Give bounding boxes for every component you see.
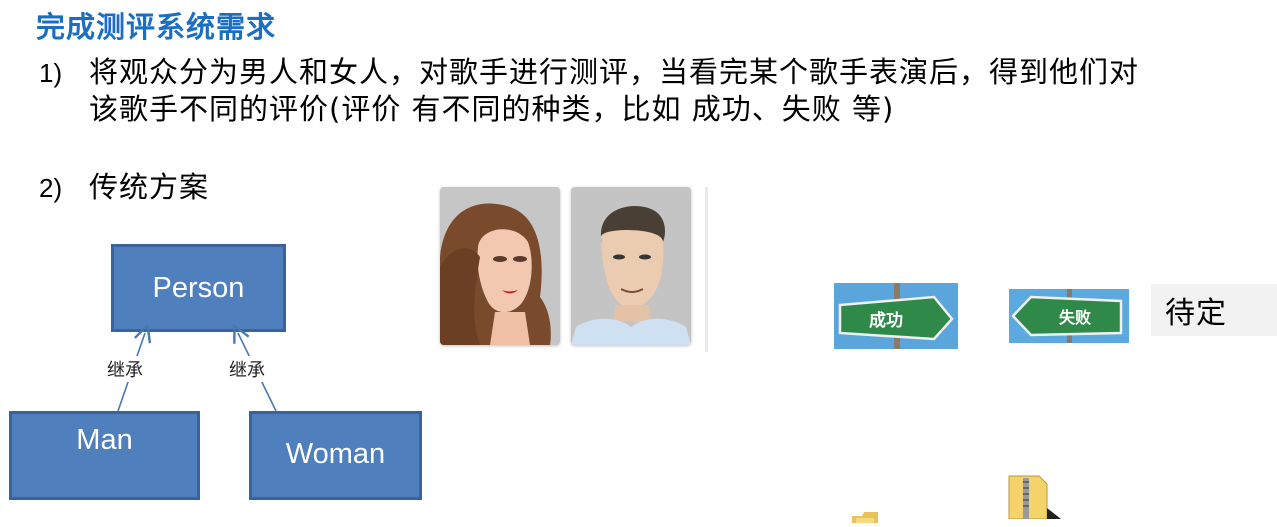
success-sign-text: 成功 — [869, 310, 903, 331]
success-sign: 成功 — [834, 283, 958, 349]
woman-portrait — [440, 187, 560, 345]
pending-label: 待定 — [1151, 284, 1277, 336]
item-1-line-2: 该歌手不同的评价(评价 有不同的种类，比如 成功、失败 等) — [89, 92, 895, 126]
zip-folder-icon — [1003, 474, 1063, 520]
man-class-box: Man — [9, 411, 200, 500]
man-class-label: Man — [76, 424, 133, 456]
item-1-number: 1) — [39, 58, 63, 88]
item-1-line-1: 将观众分为男人和女人，对歌手进行测评，当看完某个歌手表演后，得到他们对 — [89, 55, 1140, 89]
man-inherit-label: 继承 — [107, 356, 143, 382]
divider — [705, 187, 708, 352]
page-title: 完成测评系统需求 — [36, 10, 277, 44]
failure-sign: 失败 — [1009, 289, 1129, 343]
item-2-number: 2) — [39, 173, 63, 203]
woman-class-label: Woman — [285, 438, 386, 470]
item-2-text: 传统方案 — [89, 170, 210, 204]
person-class-label: Person — [152, 271, 245, 304]
folder-icon — [852, 508, 878, 523]
woman-class-box: Woman — [249, 411, 422, 500]
man-portrait — [571, 187, 691, 345]
failure-sign-text: 失败 — [1059, 308, 1091, 327]
person-class-box: Person — [111, 244, 286, 332]
woman-inherit-label: 继承 — [229, 356, 265, 382]
